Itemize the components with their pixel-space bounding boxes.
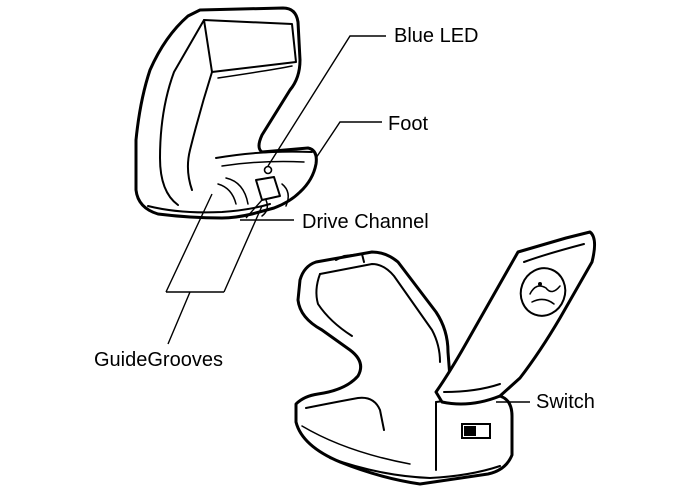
top-device-inner-back [159,19,205,206]
label-switch: Switch [536,391,595,413]
foot-pad-edge [221,160,305,167]
switch-slider [464,426,476,436]
bottom-device-rest-rim [301,425,411,465]
leader-lines [165,35,530,403]
logo-mark [529,285,561,305]
logo-dot [538,282,542,286]
guide-groove-left-2 [225,177,249,205]
lid-inner-edge [523,243,585,263]
drive-channel-leader-tick [245,199,263,219]
guide-groove-right-2 [261,199,269,217]
drive-channel-slot [255,176,281,201]
top-device-rim [147,203,271,214]
bottom-device-lid [434,230,597,406]
guide-groove-left [217,183,237,205]
bottom-device-base-rim [329,457,501,479]
top-device-crease [186,71,213,191]
top-device-highlight [217,65,293,79]
label-foot: Foot [388,113,428,135]
foot-leader [315,121,382,159]
top-device-inner-front [203,19,297,73]
bottom-device-body [294,250,514,486]
blue-led-leader [267,35,386,167]
bottom-device-cavity [319,263,441,363]
guide-grooves-bracket [165,193,263,345]
bottom-device-cavity-left [315,273,353,337]
blue-led-dot [263,165,273,175]
top-device [134,6,318,220]
label-drive-channel: Drive Channel [302,211,429,233]
lid-hinge-edge [443,383,501,393]
foot-pad [215,150,313,159]
label-guide-grooves: GuideGrooves [94,349,223,371]
bottom-device-tab [335,253,365,263]
guide-groove-right [281,183,289,207]
bottom-device-rest [305,396,385,431]
bottom-device [294,230,597,486]
label-blue-led: Blue LED [394,25,479,47]
